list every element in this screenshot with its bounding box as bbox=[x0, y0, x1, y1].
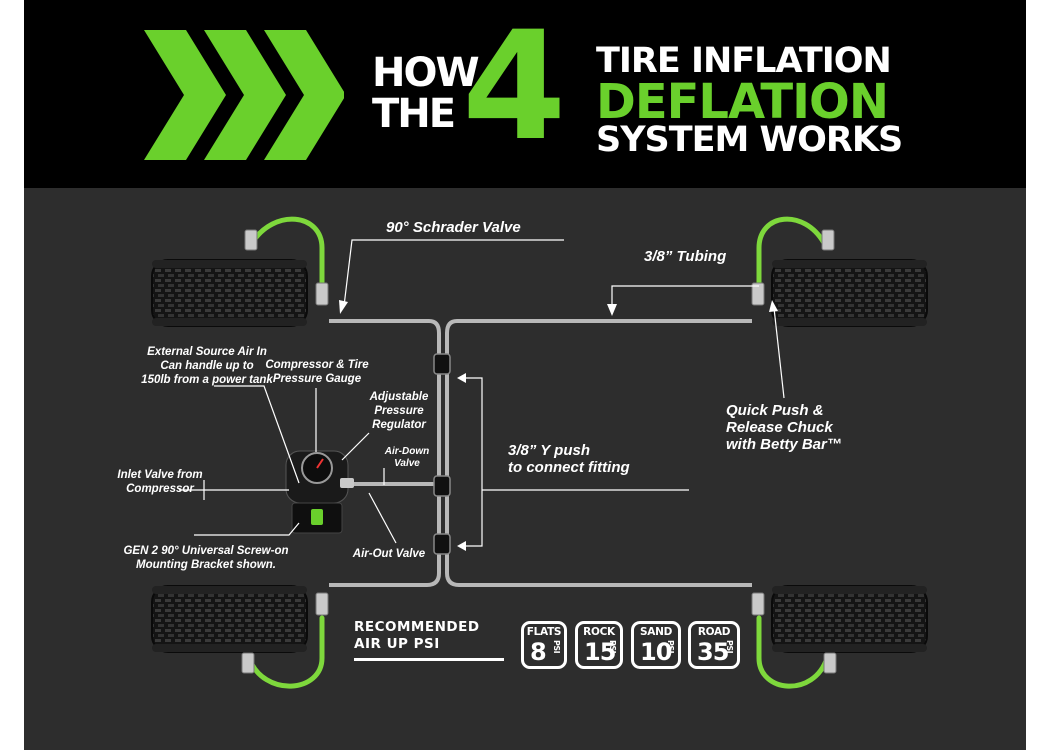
y-fitting-icon bbox=[433, 353, 451, 555]
header-the: THE bbox=[372, 91, 456, 137]
pressure-gauge-icon bbox=[285, 450, 354, 534]
schrader-valve-icon bbox=[241, 229, 837, 674]
header-line3: SYSTEM WORKS bbox=[596, 120, 903, 160]
label-schrader-valve: 90° Schrader Valve bbox=[386, 219, 521, 236]
tubing-lines bbox=[329, 319, 752, 587]
label-regulator: Adjustable Pressure Regulator bbox=[369, 391, 429, 431]
psi-badge-rock: ROCK 15 PSI bbox=[575, 621, 623, 669]
psi-badge-road: ROAD 35 PSI bbox=[688, 621, 740, 669]
header-how: HOW bbox=[372, 50, 480, 96]
header-line2: DEFLATION bbox=[596, 74, 889, 130]
header-number: 4 bbox=[462, 0, 566, 174]
label-inlet: Inlet Valve from Compressor bbox=[117, 469, 203, 495]
green-hose bbox=[246, 216, 830, 689]
infographic-frame: HOW THE 4 TIRE INFLATION DEFLATION SYSTE… bbox=[24, 0, 1026, 750]
recommended-title: RECOMMENDED AIR UP PSI bbox=[354, 619, 480, 652]
header-line1: TIRE INFLATION bbox=[596, 41, 892, 81]
tire-icon bbox=[771, 585, 928, 653]
header-banner: HOW THE 4 TIRE INFLATION DEFLATION SYSTE… bbox=[24, 0, 1026, 188]
psi-badge-sand: SAND 10 PSI bbox=[631, 621, 681, 669]
tire-icon bbox=[151, 259, 308, 327]
label-quick-push: Quick Push & Release Chuck with Betty Ba… bbox=[726, 402, 842, 453]
label-external-source: External Source Air In Can handle up to … bbox=[141, 346, 273, 386]
label-y-push: 3/8” Y push to connect fitting bbox=[508, 442, 630, 476]
tire-icon bbox=[151, 585, 308, 653]
label-bracket: GEN 2 90° Universal Screw-on Mounting Br… bbox=[123, 545, 289, 571]
callout-arrowheads bbox=[339, 300, 778, 551]
recommended-underline bbox=[354, 658, 504, 661]
label-compressor-gauge: Compressor & Tire Pressure Gauge bbox=[265, 359, 369, 385]
label-tubing: 3/8” Tubing bbox=[644, 248, 727, 265]
chevron-right-icon bbox=[144, 30, 344, 160]
label-air-down: Air-Down Valve bbox=[384, 446, 430, 469]
psi-badge-flats: FLATS 8 PSI bbox=[521, 621, 567, 669]
label-air-out: Air-Out Valve bbox=[352, 548, 426, 560]
callout-lines bbox=[179, 239, 785, 547]
system-diagram bbox=[151, 216, 928, 689]
tire-icon bbox=[771, 259, 928, 327]
